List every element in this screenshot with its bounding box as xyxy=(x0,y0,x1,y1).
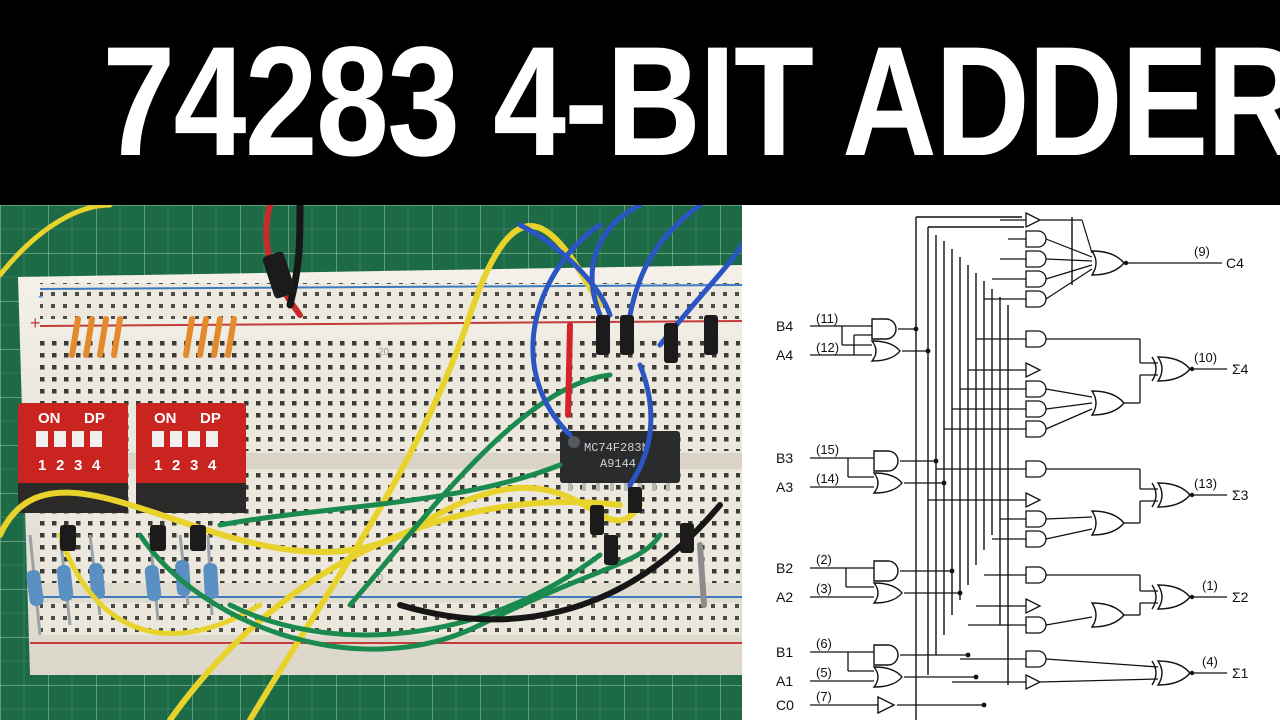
output-sum1-label: Σ1 xyxy=(1232,665,1249,681)
input-a4-pin: (12) xyxy=(816,340,839,355)
chip-code: A9144 xyxy=(600,457,636,471)
dip-on-label: ON xyxy=(38,410,61,427)
output-labels: C4 (9) Σ4 (10) Σ3 (13) Σ2 (1) Σ1 (4) xyxy=(1194,244,1249,681)
video-title: 74283 4-BIT ADDER xyxy=(102,15,1280,189)
chip-label: MC74F283N xyxy=(584,441,649,455)
rail-minus-sign: - xyxy=(38,288,43,305)
adder-schematic: B4 (11) A4 (12) B3 (15) A3 (14) B2 (2) A… xyxy=(742,205,1280,720)
input-a1-pin: (5) xyxy=(816,665,832,680)
dip-dp-label: DP xyxy=(200,410,221,427)
input-a1-label: A1 xyxy=(776,673,793,689)
output-sum2-label: Σ2 xyxy=(1232,589,1249,605)
output-sum1-pin: (4) xyxy=(1202,654,1218,669)
column-number: 20 xyxy=(378,347,390,358)
column-number: 20 xyxy=(372,573,384,584)
input-a4-label: A4 xyxy=(776,347,793,363)
dip-number: 3 xyxy=(74,457,82,474)
dip-on-label: ON xyxy=(154,410,177,427)
output-gates xyxy=(1090,250,1191,686)
input-a3-pin: (14) xyxy=(816,471,839,486)
input-b2-pin: (2) xyxy=(816,552,832,567)
output-sum2-pin: (1) xyxy=(1202,578,1218,593)
output-c4-label: C4 xyxy=(1226,255,1244,271)
input-b4-pin: (11) xyxy=(816,311,838,326)
input-b1-label: B1 xyxy=(776,644,793,660)
dip-number: 4 xyxy=(208,457,217,474)
dip-switch-1: ON DP 1 2 3 4 xyxy=(18,403,128,513)
dip-number: 1 xyxy=(38,457,46,474)
input-c0-label: C0 xyxy=(776,697,794,713)
input-a2-label: A2 xyxy=(776,589,793,605)
ic-chip: MC74F283N A9144 xyxy=(560,431,680,491)
rail-plus-sign: + xyxy=(30,313,41,333)
dip-number: 3 xyxy=(190,457,198,474)
input-b1-pin: (6) xyxy=(816,636,832,651)
breadboard-illustration: - + 20 20 ON DP 1 2 3 4 ON xyxy=(0,205,742,720)
input-b3-pin: (15) xyxy=(816,442,839,457)
output-c4-pin: (9) xyxy=(1194,244,1210,259)
junction-dots xyxy=(913,260,1195,708)
logic-diagram: B4 (11) A4 (12) B3 (15) A3 (14) B2 (2) A… xyxy=(776,211,1249,720)
header-pins xyxy=(69,316,237,358)
internal-gates xyxy=(1025,211,1047,691)
output-sum3-label: Σ3 xyxy=(1232,487,1249,503)
breadboard-photo: - + 20 20 ON DP 1 2 3 4 ON xyxy=(0,205,742,720)
input-b4-label: B4 xyxy=(776,318,793,334)
dip-number: 1 xyxy=(154,457,162,474)
input-a2-pin: (3) xyxy=(816,581,832,596)
output-sum3-pin: (13) xyxy=(1194,476,1217,491)
output-sum4-pin: (10) xyxy=(1194,350,1217,365)
input-a3-label: A3 xyxy=(776,479,793,495)
dip-number: 2 xyxy=(172,457,180,474)
dip-number: 2 xyxy=(56,457,64,474)
input-labels: B4 (11) A4 (12) B3 (15) A3 (14) B2 (2) A… xyxy=(776,311,839,713)
dip-dp-label: DP xyxy=(84,410,105,427)
output-sum4-label: Σ4 xyxy=(1232,361,1249,377)
input-c0-pin: (7) xyxy=(816,689,832,704)
input-b3-label: B3 xyxy=(776,450,793,466)
title-banner: 74283 4-BIT ADDER xyxy=(0,0,1280,205)
dip-number: 4 xyxy=(92,457,101,474)
input-gates xyxy=(870,318,903,715)
input-b2-label: B2 xyxy=(776,560,793,576)
wire-connectors xyxy=(60,251,718,565)
dip-switch-2: ON DP 1 2 3 4 xyxy=(136,403,246,513)
